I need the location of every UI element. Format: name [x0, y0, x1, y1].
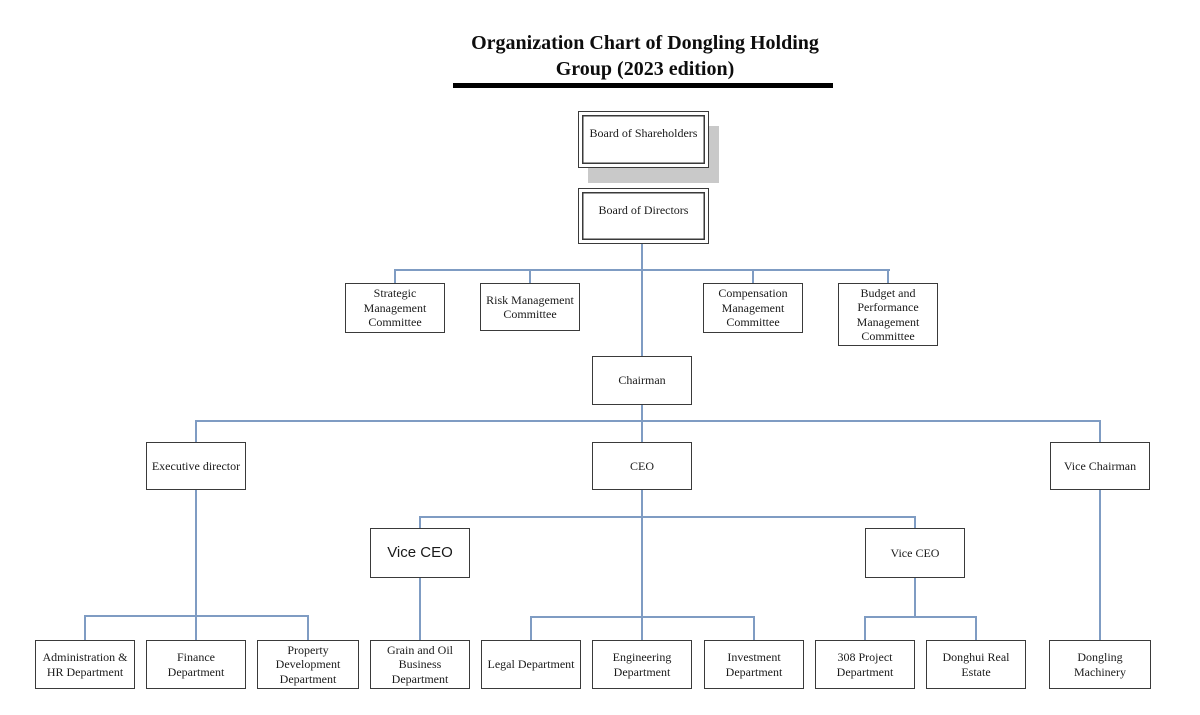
org-node-executive-director: Executive director	[146, 442, 246, 490]
connector-line	[1099, 420, 1101, 443]
connector-line	[195, 420, 197, 443]
org-node-vice-ceo-left: Vice CEO	[370, 528, 470, 578]
connector-line	[753, 616, 755, 641]
connector-line	[195, 615, 197, 641]
connector-line	[887, 269, 889, 284]
connector-line	[530, 616, 755, 618]
connector-line	[195, 489, 197, 618]
connector-line	[419, 577, 421, 641]
org-node-board-of-directors: Board of Directors	[578, 188, 709, 244]
org-node-dongling-machinery: Dongling Machinery	[1049, 640, 1151, 689]
org-node-chairman: Chairman	[592, 356, 692, 405]
org-node-engineering-department: Engineering Department	[592, 640, 692, 689]
connector-line	[641, 489, 643, 641]
connector-line	[914, 577, 916, 618]
org-node-donghui-real-estate: Donghui Real Estate	[926, 640, 1026, 689]
org-node-property-development-department: Property Development Department	[257, 640, 359, 689]
org-node-risk-management-committee: Risk Management Committee	[480, 283, 580, 331]
org-node-investment-department: Investment Department	[704, 640, 804, 689]
connector-line	[641, 404, 643, 443]
org-node-ceo: CEO	[592, 442, 692, 490]
connector-line	[84, 615, 86, 641]
connector-line	[752, 269, 754, 284]
org-node-board-of-shareholders: Board of Shareholders	[578, 111, 709, 168]
connector-line	[530, 616, 532, 641]
org-node-finance-department: Finance Department	[146, 640, 246, 689]
connector-line	[914, 516, 916, 529]
org-node-308-project-department: 308 Project Department	[815, 640, 915, 689]
org-node-legal-department: Legal Department	[481, 640, 581, 689]
connector-line	[864, 616, 977, 618]
connector-line	[195, 420, 1101, 422]
org-node-vice-ceo-right: Vice CEO	[865, 528, 965, 578]
connector-line	[307, 615, 309, 641]
org-node-budget-performance-management-committee: Budget and Performance Management Commit…	[838, 283, 938, 346]
org-node-vice-chairman: Vice Chairman	[1050, 442, 1150, 490]
connector-line	[529, 269, 531, 284]
connector-line	[419, 516, 421, 529]
org-node-strategic-management-committee: Strategic Management Committee	[345, 283, 445, 333]
title-underline	[453, 83, 833, 88]
connector-line	[975, 616, 977, 641]
connector-line	[864, 616, 866, 641]
connector-line	[394, 269, 890, 271]
connector-line	[394, 269, 396, 284]
connector-line	[641, 243, 643, 357]
org-node-compensation-management-committee: Compensation Management Committee	[703, 283, 803, 333]
connector-line	[419, 516, 916, 518]
connector-line	[1099, 489, 1101, 641]
org-node-administration-hr-department: Administration & HR Department	[35, 640, 135, 689]
org-node-grain-and-oil-business-department: Grain and Oil Business Department	[370, 640, 470, 689]
chart-title: Organization Chart of Dongling Holding G…	[471, 32, 819, 80]
